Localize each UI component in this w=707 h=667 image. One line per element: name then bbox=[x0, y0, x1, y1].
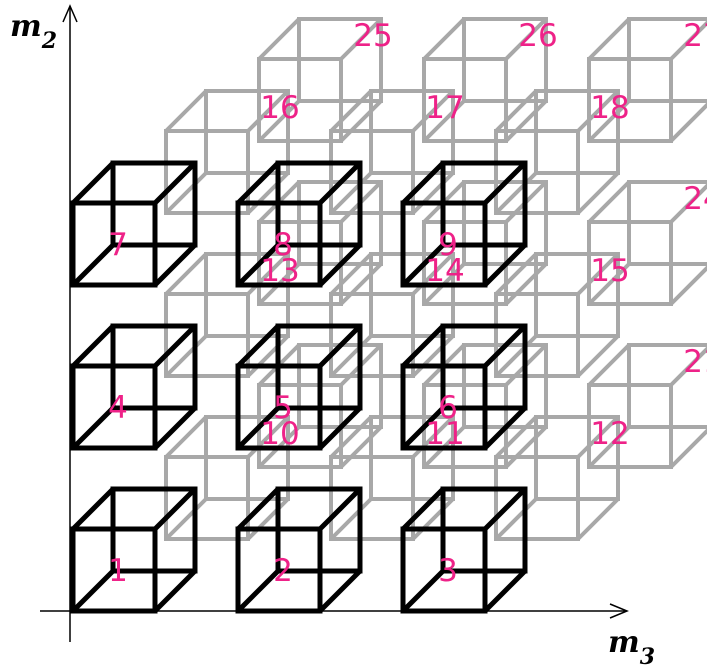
cube-label-15: 15 bbox=[590, 253, 629, 289]
cube-1 bbox=[70, 486, 198, 614]
cube-label-4: 4 bbox=[108, 390, 128, 426]
cube-label-12: 12 bbox=[590, 416, 629, 452]
cube-label-6: 6 bbox=[438, 390, 458, 426]
cube-label-10: 10 bbox=[260, 416, 299, 452]
cube-4 bbox=[70, 323, 198, 451]
cube-label-21: 21 bbox=[683, 344, 707, 380]
back-layer-cubes bbox=[257, 17, 707, 469]
cube-17 bbox=[329, 89, 455, 215]
cube-label-13: 13 bbox=[260, 253, 299, 289]
vertical-axis-label: m2 bbox=[10, 9, 57, 54]
middle-layer-cubes bbox=[164, 89, 620, 541]
horizontal-axis-label: m3 bbox=[608, 625, 655, 667]
cube-18 bbox=[494, 89, 620, 215]
cube-label-16: 16 bbox=[260, 90, 299, 126]
cube-labels: 1234567891011121314151617181920212223242… bbox=[108, 18, 707, 589]
cube-label-17: 17 bbox=[425, 90, 464, 126]
cube-label-8: 8 bbox=[273, 227, 293, 263]
cube-label-25: 25 bbox=[353, 18, 392, 54]
cube-24 bbox=[587, 180, 707, 306]
cube-3 bbox=[400, 486, 528, 614]
cube-label-26: 26 bbox=[518, 18, 557, 54]
cube-11 bbox=[329, 415, 455, 541]
cube-21 bbox=[587, 343, 707, 469]
cube-label-5: 5 bbox=[273, 390, 293, 426]
cube-25 bbox=[257, 17, 383, 143]
cube-label-18: 18 bbox=[590, 90, 629, 126]
cube-15 bbox=[494, 252, 620, 378]
cube-26 bbox=[422, 17, 548, 143]
horizontal-axis-arrowhead bbox=[609, 603, 629, 619]
cube-label-11: 11 bbox=[425, 416, 464, 452]
cube-9 bbox=[400, 160, 528, 288]
front-layer-cubes bbox=[70, 160, 528, 614]
cube-label-27: 27 bbox=[683, 18, 707, 54]
cube-label-1: 1 bbox=[108, 553, 128, 589]
cube-label-14: 14 bbox=[425, 253, 464, 289]
cube-label-24: 24 bbox=[683, 181, 707, 217]
cube-27 bbox=[587, 17, 707, 143]
cube-label-7: 7 bbox=[108, 227, 128, 263]
cube-14 bbox=[329, 252, 455, 378]
cube-10 bbox=[164, 415, 290, 541]
cube-2 bbox=[235, 486, 363, 614]
cube-8 bbox=[235, 160, 363, 288]
cube-label-3: 3 bbox=[438, 553, 458, 589]
cube-16 bbox=[164, 89, 290, 215]
cube-6 bbox=[400, 323, 528, 451]
cube-13 bbox=[164, 252, 290, 378]
vertical-axis-arrowhead bbox=[62, 4, 78, 23]
cube-5 bbox=[235, 323, 363, 451]
cube-label-2: 2 bbox=[273, 553, 293, 589]
cube-label-9: 9 bbox=[438, 227, 458, 263]
cube-7 bbox=[70, 160, 198, 288]
cube-12 bbox=[494, 415, 620, 541]
